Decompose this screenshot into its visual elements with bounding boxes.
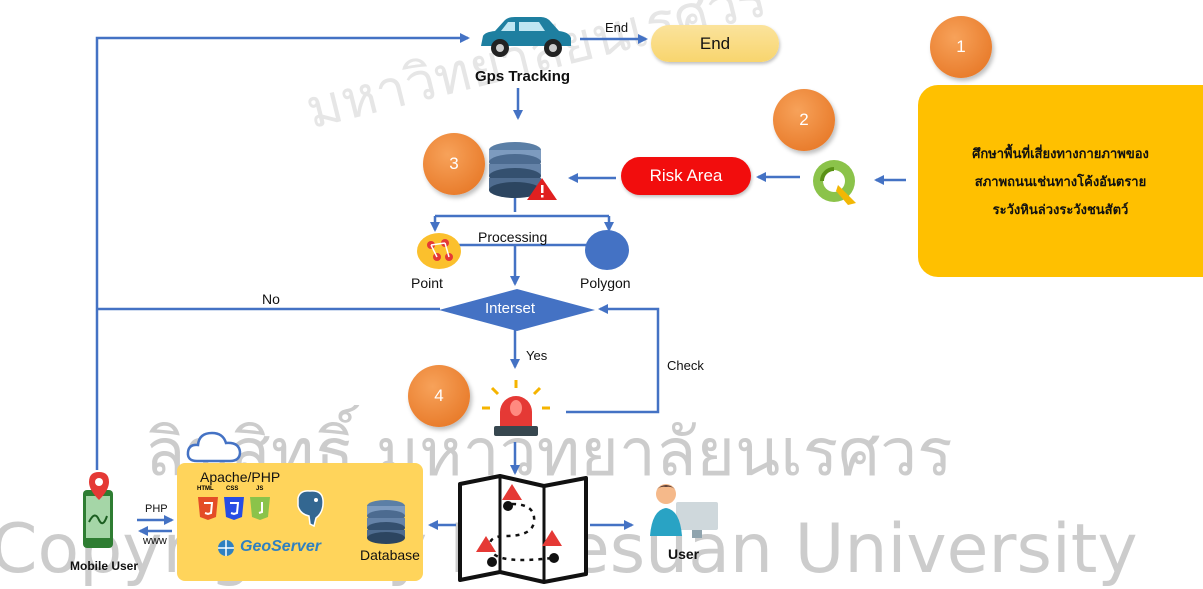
js-icon xyxy=(249,493,271,526)
step-number-2: 2 xyxy=(799,110,809,129)
polygon-icon xyxy=(585,230,629,270)
car-icon xyxy=(475,12,575,67)
user-computer-icon xyxy=(648,480,720,545)
no-label: No xyxy=(262,291,280,307)
step-number-1: 1 xyxy=(956,37,966,56)
siren-icon xyxy=(478,378,554,449)
css3-icon xyxy=(223,493,245,526)
qgis-icon xyxy=(808,155,862,214)
point-icon xyxy=(415,231,463,276)
apache-php-label: Apache/PHP xyxy=(200,469,281,485)
php-label: PHP xyxy=(145,503,168,515)
gps-tracking-label: Gps Tracking xyxy=(475,68,571,85)
yes-label: Yes xyxy=(526,348,548,363)
check-label: Check xyxy=(667,358,704,373)
database-label: Database xyxy=(360,547,420,563)
study-note-box: ศึกษาพื้นที่เสี่ยงทางกายภาพของ สภาพถนนเช… xyxy=(918,85,1203,277)
end-node: End xyxy=(651,25,779,62)
step-number-4: 4 xyxy=(434,386,444,405)
cloud-icon xyxy=(185,425,243,470)
step-number-3: 3 xyxy=(449,154,459,173)
mobile-user-label: Mobile User xyxy=(70,559,139,573)
step-circle-1: 1 xyxy=(930,16,992,78)
interset-label: Interset xyxy=(485,300,536,317)
processing-label: Processing xyxy=(478,229,548,245)
interset-decision xyxy=(439,289,595,331)
js-icon-text: JS xyxy=(256,486,264,492)
geoserver-icon xyxy=(214,538,238,563)
note-line-3: ระวังหินล่วงระวังชนสัตว์ xyxy=(992,203,1129,218)
www-label: www xyxy=(143,535,167,547)
user-label: User xyxy=(668,546,700,562)
map-icon xyxy=(456,474,590,589)
database-warning-icon xyxy=(487,140,559,207)
end-arrow-label: End xyxy=(605,20,629,35)
html5-icon-text: HTML xyxy=(197,486,214,492)
step-circle-2: 2 xyxy=(773,89,835,151)
postgresql-icon xyxy=(290,488,330,533)
html5-icon xyxy=(197,493,219,526)
geoserver-label: GeoServer xyxy=(240,538,321,555)
risk-area-node: Risk Area xyxy=(621,157,751,195)
risk-area-label: Risk Area xyxy=(649,166,723,185)
step-circle-4: 4 xyxy=(408,365,470,427)
database-icon xyxy=(365,498,407,551)
step-circle-3: 3 xyxy=(423,133,485,195)
mobile-user-icon xyxy=(77,470,121,559)
note-line-2: สภาพถนนเช่นทางโค้งอันตราย xyxy=(974,175,1147,190)
end-node-label: End xyxy=(699,33,731,53)
polygon-label: Polygon xyxy=(580,275,631,291)
point-label: Point xyxy=(411,275,443,291)
css3-icon-text: CSS xyxy=(226,486,239,492)
note-line-1: ศึกษาพื้นที่เสี่ยงทางกายภาพของ xyxy=(972,147,1149,162)
